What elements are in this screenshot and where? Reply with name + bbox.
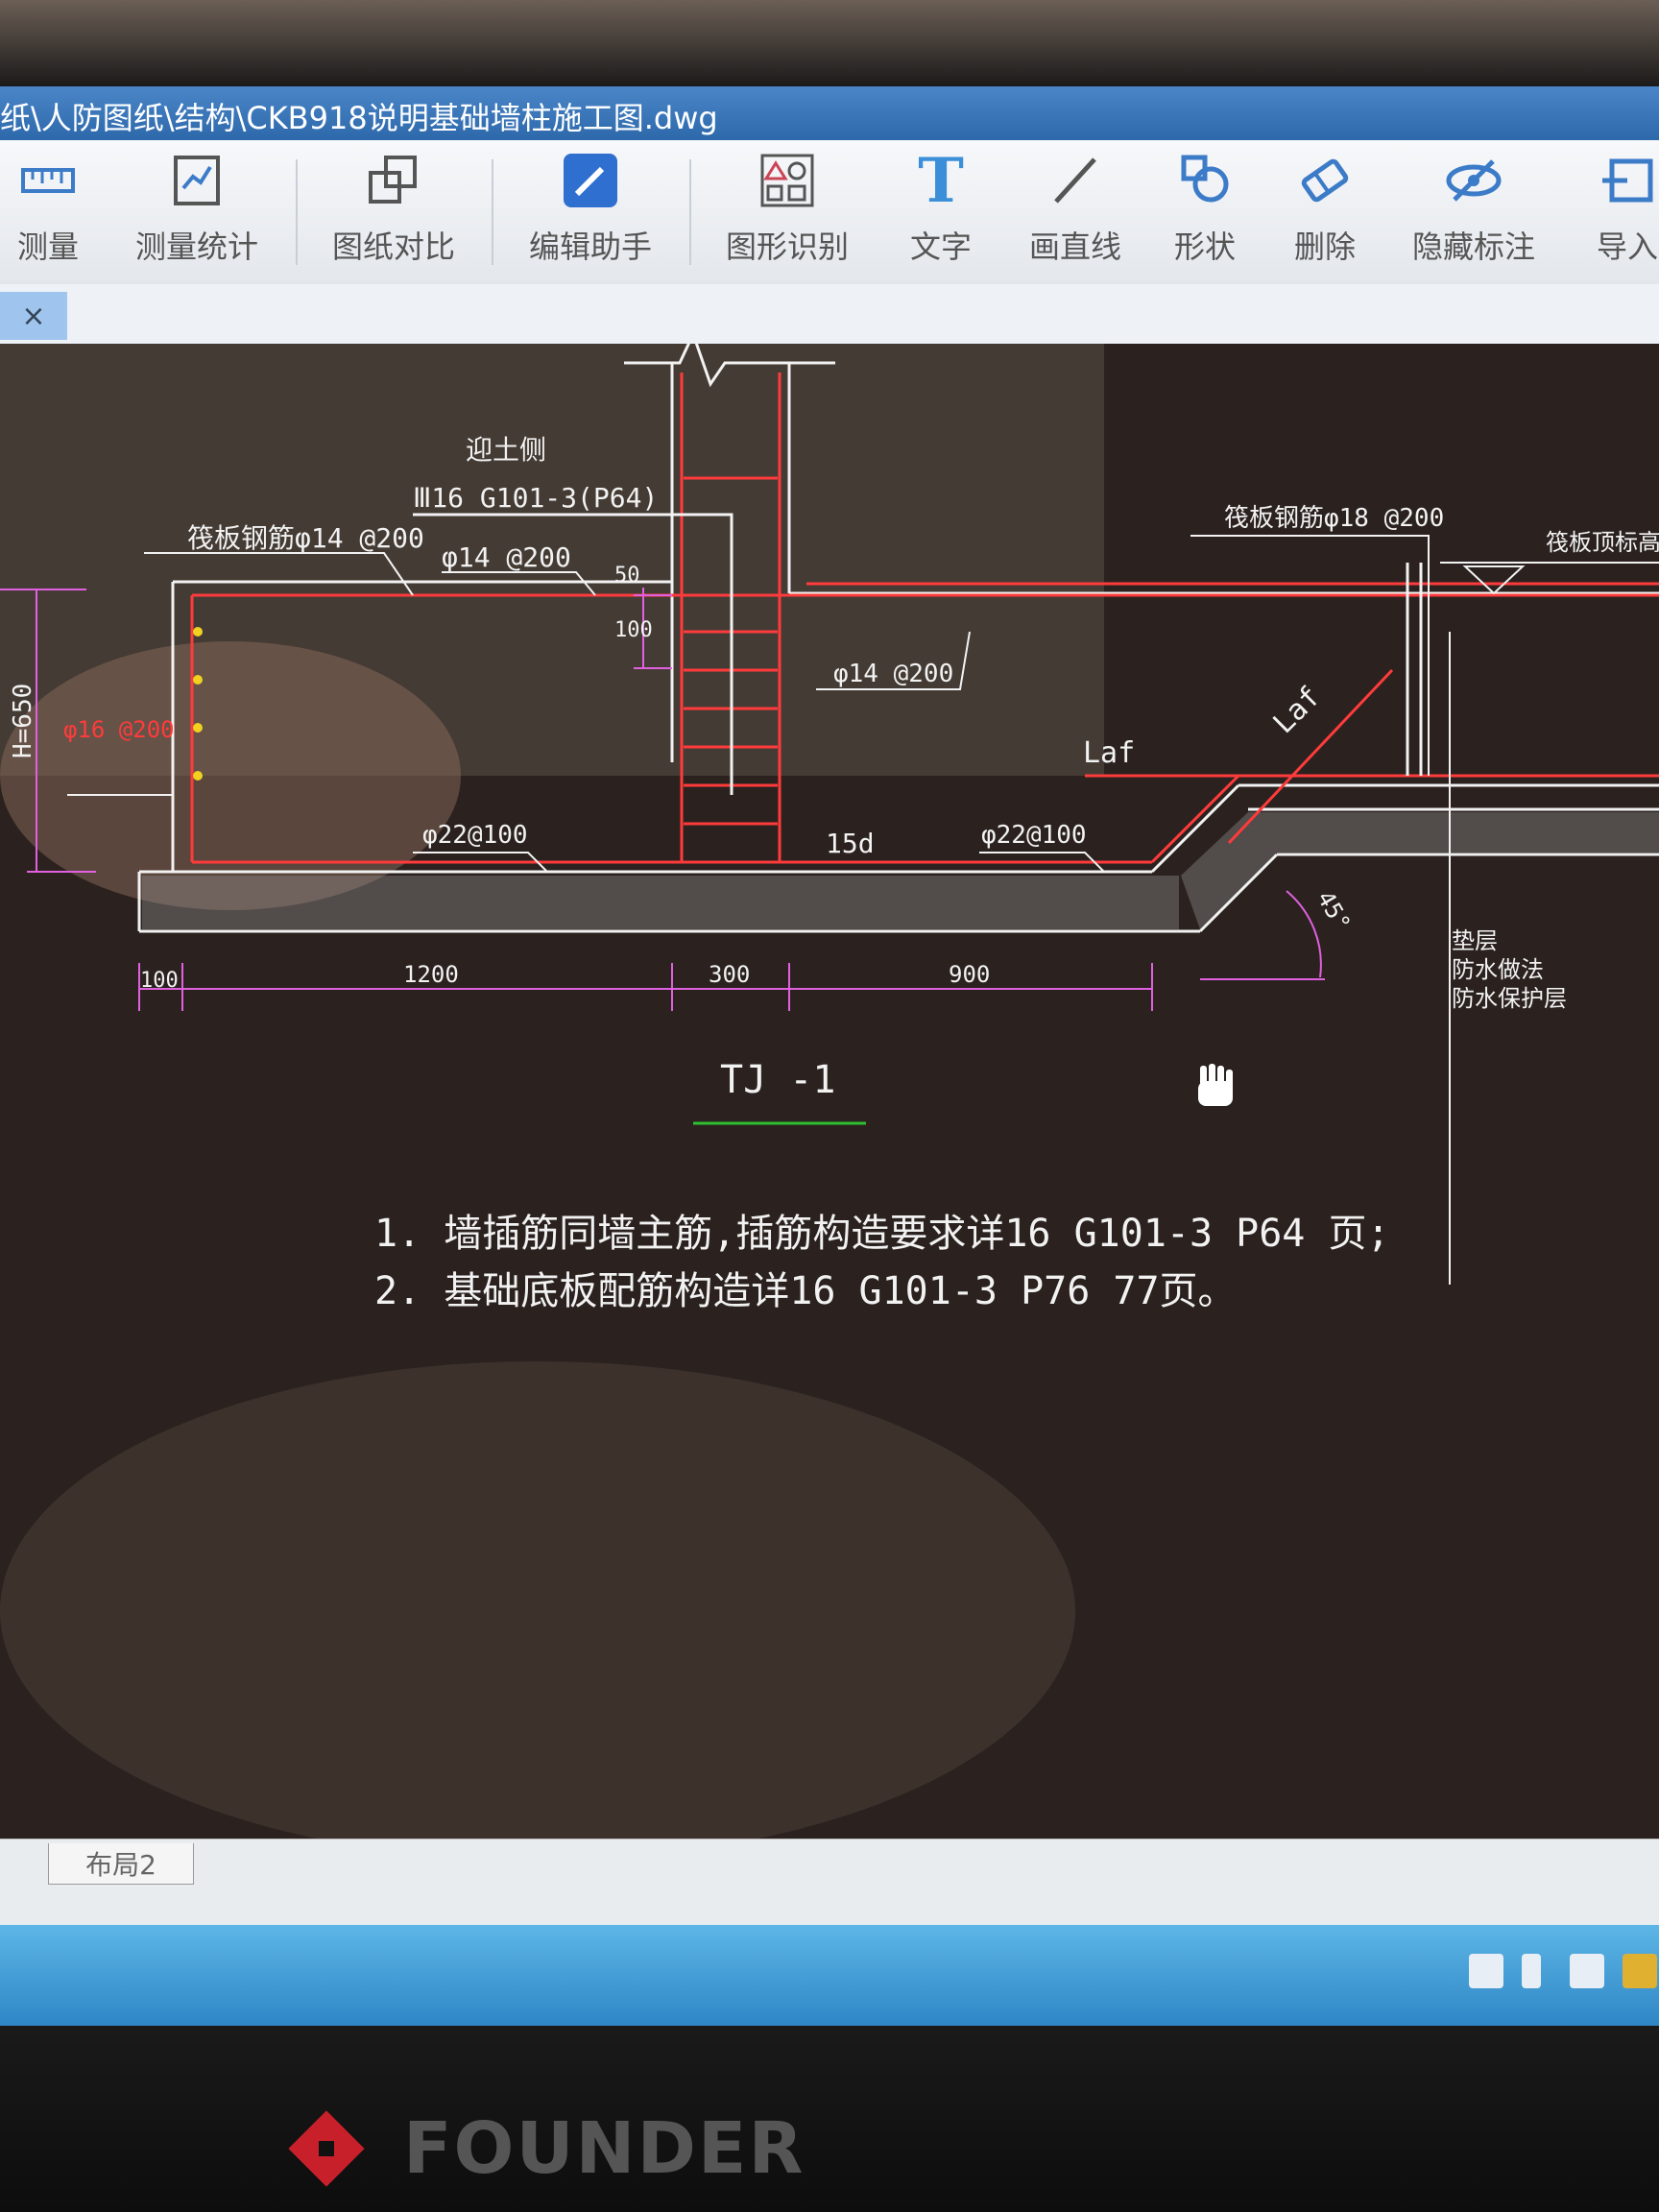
toolbar-shape-recognition-button[interactable]: 图形识别 — [720, 150, 854, 275]
tray-monitor-icon[interactable] — [1570, 1954, 1604, 1988]
inserted-bar — [413, 513, 1423, 795]
label-raft-top-elev: 筏板顶标高 — [1546, 529, 1659, 556]
tray-network-icon[interactable] — [1522, 1954, 1541, 1988]
monitor-brand: FOUNDER — [288, 2107, 805, 2190]
toolbar-text-button[interactable]: T 文字 — [893, 144, 989, 275]
import-icon — [1597, 150, 1658, 211]
cad-drawing: 迎土侧 Ⅲ16 G101-3(P64) 筏板钢筋φ14 @200 φ14 @20… — [0, 344, 1659, 1841]
label-15d: 15d — [826, 828, 875, 859]
toolbar-label: 导入 — [1596, 228, 1658, 265]
founder-logo-icon — [288, 2110, 365, 2187]
toolbar-label: 测量 — [16, 228, 79, 265]
label-dim-300: 300 — [709, 961, 750, 988]
toolbar: 测量 测量统计 图纸对比 编辑助手 图形识别 — [0, 140, 1659, 285]
label-dim-50: 50 — [614, 564, 640, 588]
label-dim-900: 900 — [949, 961, 990, 988]
line-icon — [1045, 150, 1106, 211]
hide-eye-icon — [1443, 150, 1504, 211]
reflection-body — [0, 1361, 1075, 1841]
pan-hand-icon — [1198, 1064, 1233, 1106]
tray-shield-icon[interactable] — [1623, 1954, 1657, 1988]
toolbar-label: 图纸对比 — [331, 228, 455, 265]
toolbar-edit-assistant-button[interactable]: 编辑助手 — [523, 150, 658, 275]
cushion-layer-fill-slope — [1181, 812, 1659, 929]
document-tab-close-button[interactable]: × — [0, 292, 67, 340]
shape-icon — [1174, 150, 1236, 211]
edit-assistant-icon — [560, 150, 621, 211]
label-laf-horiz: Laf — [1083, 736, 1135, 770]
wall-outline — [137, 344, 1659, 933]
toolbar-separator — [296, 159, 298, 265]
dimension-lines — [0, 588, 1153, 1011]
compare-icon — [363, 150, 424, 211]
label-bar-22-b: φ22@100 — [981, 821, 1087, 850]
toolbar-import-button[interactable]: 导入 — [1584, 150, 1659, 275]
drawing-texts: 迎土侧 Ⅲ16 G101-3(P64) 筏板钢筋φ14 @200 φ14 @20… — [63, 434, 1659, 1313]
toolbar-label: 文字 — [909, 228, 972, 265]
toolbar-label: 隐藏标注 — [1411, 228, 1535, 265]
leader-lines — [67, 535, 1430, 873]
eraser-icon — [1294, 150, 1356, 211]
toolbar-separator — [689, 159, 691, 265]
ruler-icon — [17, 150, 79, 211]
label-layer-1: 垫层 — [1452, 927, 1498, 954]
label-bottom-bar-left: 筏板钢筋φ14 @200 — [187, 522, 424, 554]
toolbar-hide-annotation-button[interactable]: 隐藏标注 — [1402, 150, 1546, 275]
cushion-layer-fill — [142, 876, 1179, 929]
reflection-hand — [0, 641, 461, 910]
toolbar-label: 图形识别 — [725, 228, 849, 265]
toolbar-label: 删除 — [1293, 228, 1356, 265]
document-tab-bar: × — [0, 284, 1659, 346]
label-dim-100: 100 — [614, 618, 653, 642]
monitor-bezel-bottom — [0, 2026, 1659, 2212]
tray-folder-icon[interactable] — [1469, 1954, 1503, 1988]
monitor-bezel-top — [0, 0, 1659, 86]
label-side-bar: φ16 @200 — [63, 716, 175, 743]
toolbar-shape-button[interactable]: 形状 — [1162, 150, 1248, 275]
label-raft-right: 筏板钢筋φ18 @200 — [1224, 504, 1444, 533]
label-layer-2: 防水做法 — [1452, 956, 1544, 983]
screen: 纸\人防图纸\结构\CKB918说明基础墙柱施工图.dwg 测量 测量统计 图纸… — [0, 86, 1659, 2026]
label-dim-100b: 100 — [140, 969, 179, 993]
layout-tab[interactable]: 布局2 — [48, 1843, 194, 1885]
close-icon: × — [21, 299, 46, 333]
toolbar-label: 形状 — [1173, 228, 1236, 265]
toolbar-label: 测量统计 — [134, 228, 258, 265]
note-1: 1. 墙插筋同墙主筋,插筋构造要求详16 G101-3 P64 页; — [374, 1212, 1390, 1256]
label-wall-top: 迎土侧 — [466, 434, 546, 466]
toolbar-line-button[interactable]: 画直线 — [1018, 150, 1133, 275]
measure-stats-icon — [166, 150, 228, 211]
toolbar-delete-button[interactable]: 删除 — [1282, 150, 1368, 275]
label-bar-14-200-a: φ14 @200 — [442, 541, 571, 573]
shape-recognition-icon — [757, 150, 818, 211]
rebar-dots — [193, 627, 203, 781]
taskbar — [0, 1925, 1659, 2026]
window-title: 纸\人防图纸\结构\CKB918说明基础墙柱施工图.dwg — [0, 100, 718, 136]
section-title: TJ -1 — [720, 1058, 835, 1102]
label-wall-bar: Ⅲ16 G101-3(P64) — [413, 482, 658, 514]
toolbar-measure-stats-button[interactable]: 测量统计 — [134, 150, 259, 275]
angle-arc — [1286, 890, 1322, 978]
elevation-marker-icon — [1462, 565, 1526, 595]
brand-name: FOUNDER — [403, 2107, 805, 2190]
label-dim-1200: 1200 — [403, 961, 459, 988]
status-bar: 布局2 — [0, 1839, 1659, 1926]
label-layer-3: 防水保护层 — [1452, 985, 1567, 1012]
label-bar-22-a: φ22@100 — [422, 821, 528, 850]
toolbar-separator — [492, 159, 493, 265]
label-height: H=650 — [9, 684, 37, 758]
drawing-canvas[interactable]: 迎土侧 Ⅲ16 G101-3(P64) 筏板钢筋φ14 @200 φ14 @20… — [0, 344, 1659, 1925]
label-bar-14-200-b: φ14 @200 — [833, 660, 953, 688]
toolbar-label: 编辑助手 — [528, 228, 652, 265]
text-icon: T — [918, 144, 964, 217]
title-bar: 纸\人防图纸\结构\CKB918说明基础墙柱施工图.dwg — [0, 86, 1659, 140]
note-2: 2. 基础底板配筋构造详16 G101-3 P76 77页。 — [374, 1269, 1237, 1313]
rebar-lines — [190, 373, 1659, 864]
toolbar-label: 画直线 — [1028, 228, 1121, 265]
toolbar-measure-button[interactable]: 测量 — [10, 150, 86, 275]
toolbar-compare-button[interactable]: 图纸对比 — [326, 150, 461, 275]
